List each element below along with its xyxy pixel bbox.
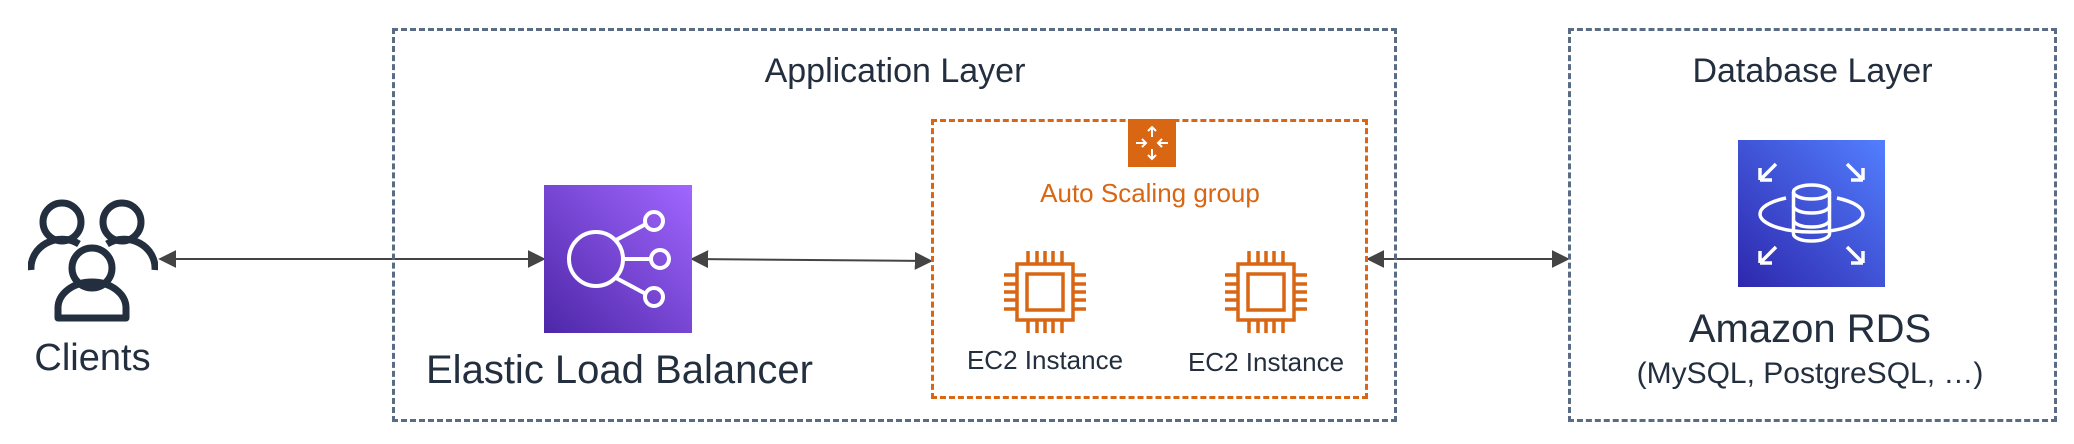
auto-scaling-label: Auto Scaling group bbox=[1040, 178, 1260, 208]
rds-label: Amazon RDS bbox=[1688, 307, 1932, 351]
clients-icon bbox=[27, 194, 159, 322]
database-layer-title: Database Layer bbox=[1692, 52, 1933, 90]
ec2-instance-label-1: EC2 Instance bbox=[966, 345, 1124, 375]
arrow-elb-asg bbox=[690, 250, 933, 270]
clients-label: Clients bbox=[34, 337, 151, 379]
auto-scaling-icon bbox=[1128, 119, 1176, 167]
users-group-icon bbox=[27, 199, 159, 322]
elastic-load-balancer-icon bbox=[544, 185, 692, 333]
rds-sublabel: (MySQL, PostgreSQL, …) bbox=[1636, 357, 1984, 390]
ec2-chip-icon bbox=[1000, 247, 1090, 337]
ec2-instance-label-2: EC2 Instance bbox=[1187, 347, 1345, 377]
rds-database-icon bbox=[1738, 140, 1885, 287]
elb-label: Elastic Load Balancer bbox=[426, 348, 813, 392]
application-layer-box bbox=[392, 28, 1397, 422]
database-layer-box bbox=[1568, 28, 2057, 422]
ec2-chip-icon bbox=[1221, 247, 1311, 337]
application-layer-title: Application Layer bbox=[764, 52, 1026, 90]
